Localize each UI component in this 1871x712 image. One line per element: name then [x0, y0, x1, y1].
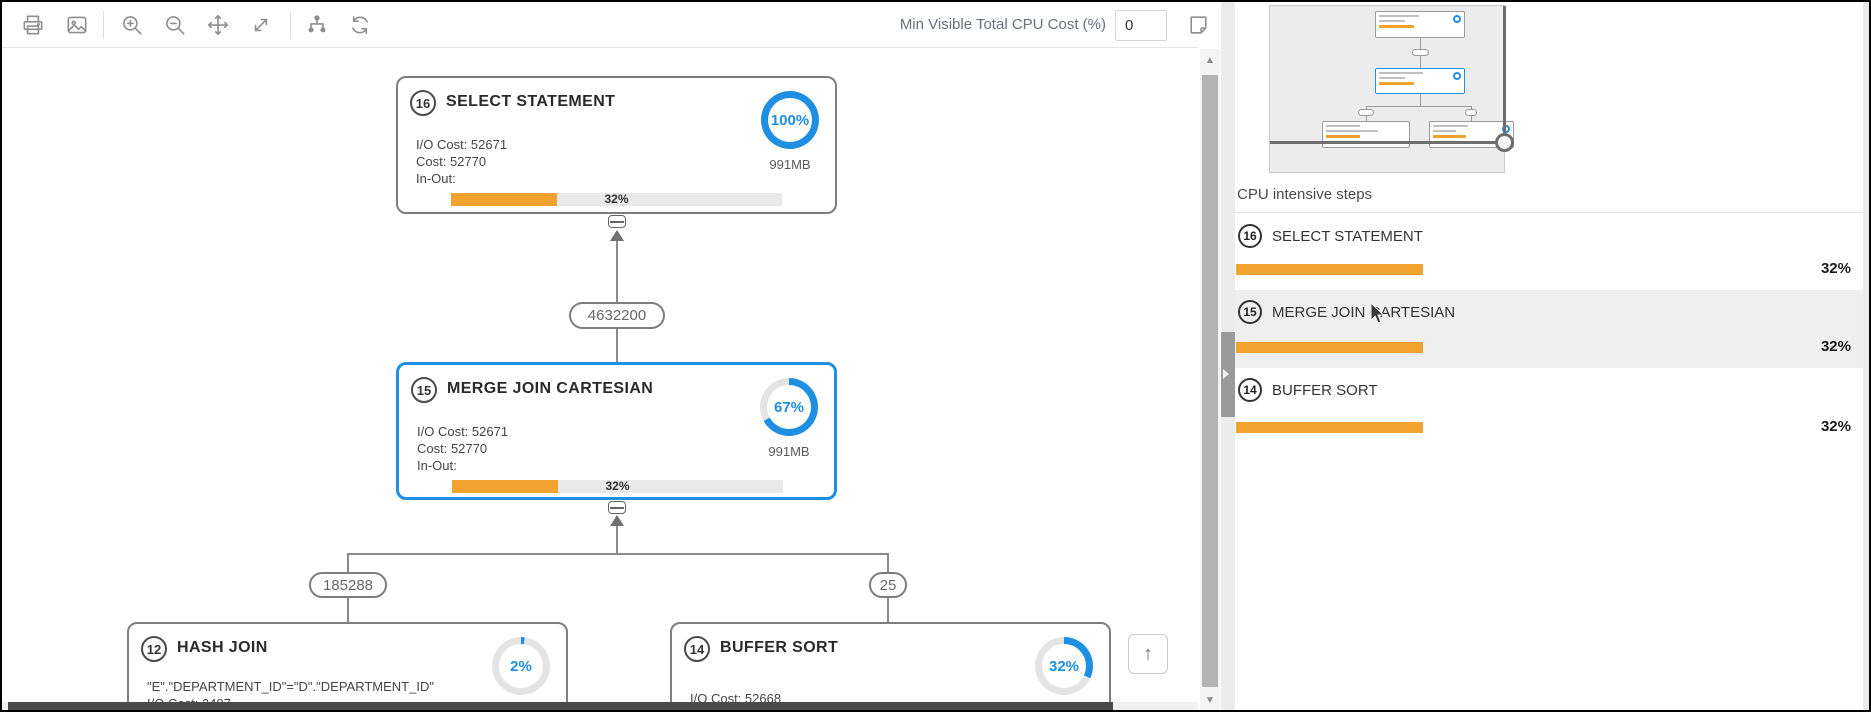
edge-label-rows: 25: [869, 572, 907, 598]
cpu-ring: 32%: [1035, 637, 1093, 695]
step-label: MERGE JOIN CARTESIAN: [1272, 304, 1456, 321]
node-details: I/O Cost: 52671 Cost: 52770 In-Out:: [417, 424, 509, 473]
step-id-badge: 15: [1238, 300, 1262, 324]
divider: [1235, 212, 1863, 213]
edge-line: [887, 598, 889, 622]
step-cpu-percent: 32%: [1820, 418, 1851, 435]
inout-bar: 32%: [452, 480, 783, 493]
node-collapse-glyph[interactable]: [608, 501, 626, 514]
edge-arrowhead: [610, 515, 624, 526]
edge-line: [616, 525, 618, 554]
edge-line: [616, 240, 618, 302]
edge-line: [347, 553, 349, 572]
node-size-label: 991MB: [768, 444, 810, 459]
cpu-steps-title: CPU intensive steps: [1237, 186, 1373, 203]
node-id-badge: 15: [411, 377, 437, 403]
node-title: MERGE JOIN CARTESIAN: [447, 380, 654, 397]
zoom-in-icon[interactable]: [119, 12, 145, 38]
minimap-viewport-handle[interactable]: [1495, 133, 1514, 152]
zoom-out-icon[interactable]: [162, 12, 188, 38]
minimap-viewport-edge: [1503, 6, 1506, 143]
canvas-horizontal-scrollbar[interactable]: [2, 702, 1198, 710]
cpu-filter-input[interactable]: [1115, 10, 1167, 41]
plan-node-hash-join[interactable]: 12 HASH JOIN "E"."DEPARTMENT_ID"="D"."DE…: [127, 622, 568, 710]
vertical-scrollbar-thumb[interactable]: [1202, 75, 1218, 687]
print-icon[interactable]: [20, 12, 46, 38]
edge-line: [616, 329, 618, 362]
minimap-edge-label: [1412, 49, 1429, 56]
step-id-badge: 16: [1238, 224, 1262, 248]
step-label: BUFFER SORT: [1272, 382, 1378, 399]
step-id-badge: 14: [1238, 378, 1262, 402]
node-title: HASH JOIN: [177, 639, 268, 656]
minimap-viewport-edge: [1270, 141, 1505, 144]
hierarchy-layout-icon[interactable]: [304, 12, 330, 38]
node-size-label: 991MB: [769, 157, 811, 172]
cpu-ring: 67%: [760, 378, 818, 436]
panel-scrollbar[interactable]: [1863, 2, 1869, 710]
right-panel: CPU intensive steps 16 SELECT STATEMENT …: [1235, 2, 1869, 710]
edge-branch-line: [348, 553, 889, 555]
fit-screen-icon[interactable]: [248, 12, 274, 38]
minimap-node-selected: [1375, 68, 1465, 94]
cpu-step-row-select-statement[interactable]: 16 SELECT STATEMENT 32%: [1235, 214, 1863, 290]
cpu-ring: 100%: [761, 91, 819, 149]
node-id-badge: 16: [410, 90, 436, 116]
edge-line: [887, 553, 889, 572]
minimap-node: [1375, 11, 1465, 38]
export-image-icon[interactable]: [64, 12, 90, 38]
node-id-badge: 12: [141, 636, 167, 662]
cpu-step-row-buffer-sort[interactable]: 14 BUFFER SORT 32%: [1235, 368, 1863, 446]
step-cpu-bar: [1236, 264, 1820, 275]
inout-bar: 32%: [451, 193, 782, 206]
horizontal-scrollbar-thumb[interactable]: [8, 702, 1113, 710]
minimap[interactable]: [1269, 5, 1514, 173]
splitter-collapse-handle[interactable]: [1221, 332, 1235, 417]
cpu-step-row-merge-join-cartesian[interactable]: 15 MERGE JOIN CARTESIAN 32%: [1235, 290, 1863, 368]
cpu-filter-label: Min Visible Total CPU Cost (%): [899, 16, 1106, 33]
plan-node-merge-join-cartesian[interactable]: 15 MERGE JOIN CARTESIAN I/O Cost: 52671 …: [396, 362, 837, 500]
scroll-to-top-button[interactable]: ↑: [1128, 634, 1168, 674]
up-arrow-icon: ↑: [1143, 642, 1153, 665]
minimap-edge-label: [1358, 109, 1374, 116]
edge-arrowhead: [610, 230, 624, 241]
step-cpu-bar: [1236, 342, 1820, 353]
minimap-edge-label: [1465, 109, 1477, 116]
minimap-edge: [1420, 94, 1421, 106]
panel-splitter[interactable]: [1221, 2, 1235, 710]
step-cpu-bar: [1236, 422, 1820, 433]
toolbar-separator: [103, 11, 104, 39]
plan-node-select-statement[interactable]: 16 SELECT STATEMENT I/O Cost: 52671 Cost…: [396, 76, 837, 214]
node-title: SELECT STATEMENT: [446, 93, 616, 110]
scroll-up-arrow-icon[interactable]: ▲: [1205, 55, 1215, 66]
edge-label-rows: 4632200: [569, 302, 665, 329]
node-title: BUFFER SORT: [720, 639, 839, 656]
scroll-down-arrow-icon[interactable]: ▼: [1205, 695, 1215, 706]
node-collapse-glyph[interactable]: [608, 215, 626, 228]
cpu-ring: 2%: [492, 637, 550, 695]
toolbar: Min Visible Total CPU Cost (%): [2, 2, 1207, 48]
node-details: I/O Cost: 52671 Cost: 52770 In-Out:: [416, 137, 508, 186]
step-cpu-percent: 32%: [1820, 260, 1851, 277]
step-cpu-percent: 32%: [1820, 338, 1851, 355]
minimap-edge: [1366, 106, 1472, 107]
step-label: SELECT STATEMENT: [1272, 228, 1423, 245]
edge-line: [347, 598, 349, 622]
refresh-icon[interactable]: [347, 12, 373, 38]
note-icon[interactable]: [1186, 13, 1211, 38]
plan-node-buffer-sort[interactable]: 14 BUFFER SORT I/O Cost: 52668 Cost: 527…: [670, 622, 1111, 710]
node-id-badge: 14: [684, 636, 710, 662]
pan-icon[interactable]: [205, 12, 231, 38]
toolbar-separator: [290, 11, 291, 39]
canvas-vertical-scrollbar[interactable]: ▲ ▼: [1200, 49, 1220, 710]
edge-label-rows: 185288: [309, 572, 387, 598]
